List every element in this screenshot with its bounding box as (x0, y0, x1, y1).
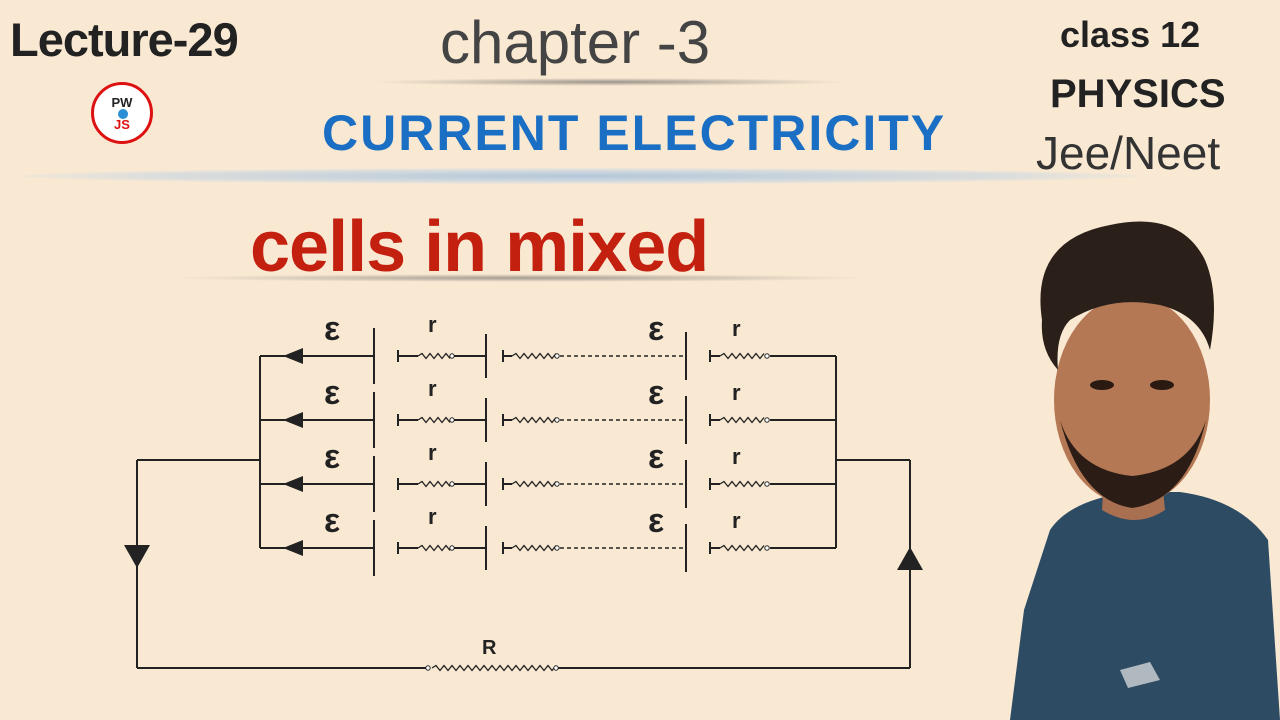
resistor-node (449, 481, 455, 487)
emf-label: ε (648, 502, 664, 540)
emf-label: ε (648, 374, 664, 412)
logo-emblem-icon (118, 109, 128, 119)
internal-resistor (511, 544, 557, 552)
resistor-node (449, 353, 455, 359)
internal-resistor (511, 352, 557, 360)
logo-text-top: PW (111, 95, 133, 110)
resistor-node (554, 545, 560, 551)
resistor-node (764, 545, 770, 551)
resistor-node (764, 353, 770, 359)
internal-resistor (719, 352, 765, 360)
presenter-shirt (1010, 492, 1280, 720)
internal-resistor (417, 480, 451, 488)
internal-resistor (511, 480, 557, 488)
emf-label: ε (648, 438, 664, 476)
pw-logo: PW JS (91, 82, 153, 144)
chapter-underline (370, 78, 850, 86)
resistor-node (554, 353, 560, 359)
mixed-cells-circuit-diagram: ε r ε r ε r ε r ε r ε r ε r ε rR (124, 310, 923, 672)
up-arrow-icon (897, 547, 923, 570)
internal-resistance-label: r (732, 380, 741, 405)
shirt-logo-icon (1120, 662, 1160, 688)
internal-resistor (417, 544, 451, 552)
topic-title: CURRENT ELECTRICITY (322, 105, 947, 161)
internal-resistor (417, 352, 451, 360)
resistor-node (554, 417, 560, 423)
presenter-eye-right (1150, 380, 1174, 390)
internal-resistor (719, 416, 765, 424)
emf-label: ε (648, 310, 664, 348)
resistor-node (764, 417, 770, 423)
slide-subtitle: cells in mixed (250, 207, 709, 287)
internal-resistance-label: r (732, 444, 741, 469)
subject-label: PHYSICS (1050, 72, 1226, 116)
internal-resistance-label: r (428, 504, 437, 529)
emf-label: ε (324, 374, 340, 412)
internal-resistance-label: r (428, 376, 437, 401)
emf-label: ε (324, 310, 340, 348)
lecture-number: Lecture-29 (10, 13, 239, 66)
internal-resistance-label: r (732, 508, 741, 533)
internal-resistor (417, 416, 451, 424)
down-arrow-icon (124, 545, 150, 568)
internal-resistance-label: r (732, 316, 741, 341)
internal-resistor (719, 544, 765, 552)
presenter-beard (1060, 420, 1206, 508)
internal-resistor (719, 480, 765, 488)
resistor-node (554, 481, 560, 487)
external-resistance-label: R (482, 637, 497, 659)
presenter-face (1054, 295, 1210, 505)
resistor-node (449, 545, 455, 551)
chapter-title: chapter -3 (440, 9, 711, 76)
subtitle-underline (170, 274, 870, 282)
resistor-node (425, 665, 431, 671)
exam-label: Jee/Neet (1036, 127, 1221, 179)
external-resistor (431, 664, 557, 672)
emf-label: ε (324, 438, 340, 476)
topic-underline (20, 168, 1140, 184)
internal-resistor (511, 416, 557, 424)
resistor-node (553, 665, 559, 671)
class-label: class 12 (1060, 14, 1201, 55)
presenter-hair (1040, 221, 1214, 370)
presenter-photo (1010, 221, 1280, 720)
emf-label: ε (324, 502, 340, 540)
resistor-node (449, 417, 455, 423)
presenter-eye-left (1090, 380, 1114, 390)
logo-text-bottom: JS (114, 117, 130, 132)
resistor-node (764, 481, 770, 487)
internal-resistance-label: r (428, 312, 437, 337)
internal-resistance-label: r (428, 440, 437, 465)
